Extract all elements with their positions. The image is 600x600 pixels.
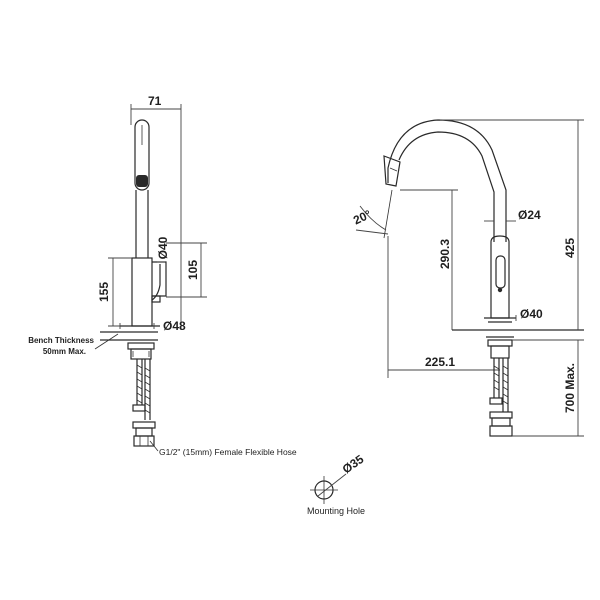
spout-inner bbox=[398, 131, 495, 242]
hose-label: G1/2" (15mm) Female Flexible Hose bbox=[159, 447, 297, 457]
lever-handle-front bbox=[495, 255, 506, 289]
front-view: 20° Ø24 Ø40 290.3 425 225.1 bbox=[351, 119, 584, 437]
dim-height-290: 290.3 bbox=[438, 239, 452, 269]
side-view: 71 105 Ø40 155 Ø48 bbox=[28, 94, 297, 457]
spray-head bbox=[134, 119, 150, 191]
mounting-hole: Ø35 Mounting Hole bbox=[307, 452, 367, 516]
bench-max-label: 50mm Max. bbox=[43, 347, 86, 356]
dim-mount-dia-35: Ø35 bbox=[340, 452, 367, 477]
dim-height-425: 425 bbox=[563, 238, 577, 258]
mounting-nut bbox=[127, 342, 155, 350]
tap-body bbox=[131, 257, 153, 327]
mounting-hole-label: Mounting Hole bbox=[307, 506, 365, 516]
dim-dia-40-front: Ø40 bbox=[520, 307, 543, 321]
spout-outer bbox=[387, 119, 507, 242]
spray-head-front bbox=[383, 155, 401, 187]
bench-thickness-label: Bench Thickness bbox=[28, 336, 94, 345]
dim-spout-dia-40: Ø40 bbox=[156, 236, 170, 259]
dim-height-105: 105 bbox=[186, 260, 200, 280]
dim-hose-700: 700 Max. bbox=[563, 363, 577, 413]
flexible-hoses-front bbox=[489, 358, 513, 437]
dim-width-71: 71 bbox=[148, 94, 162, 108]
dim-reach-225: 225.1 bbox=[425, 355, 455, 369]
dim-dia-24: Ø24 bbox=[518, 208, 541, 222]
dim-height-155: 155 bbox=[97, 282, 111, 302]
spray-nozzle bbox=[136, 175, 148, 187]
tap-body-front bbox=[490, 235, 510, 319]
flexible-hoses bbox=[132, 359, 156, 447]
dim-angle-20: 20° bbox=[351, 207, 374, 227]
dim-base-dia-48: Ø48 bbox=[163, 319, 186, 333]
